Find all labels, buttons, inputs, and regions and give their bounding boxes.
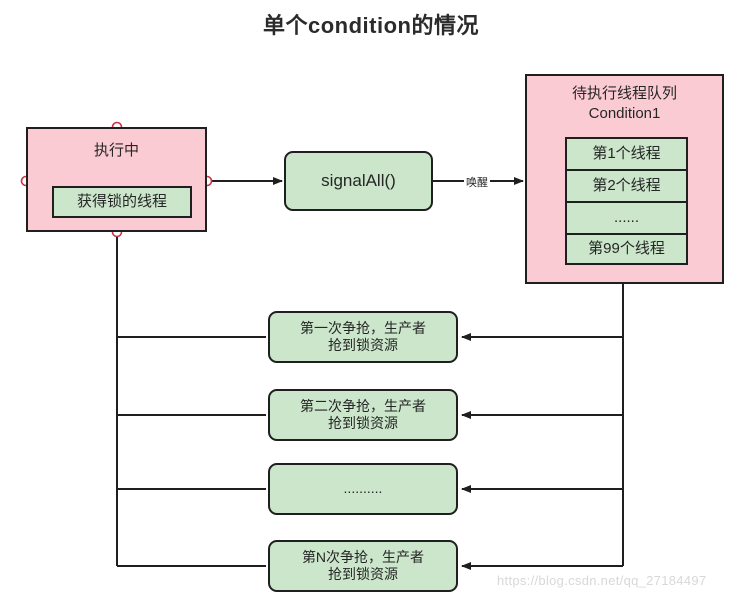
contend-row[interactable]: 第二次争抢，生产者 抢到锁资源 [268, 389, 458, 441]
waiting-queue-title-line1: 待执行线程队列 [571, 85, 677, 102]
signalall-node[interactable]: signalAll() [284, 151, 433, 211]
contend-row[interactable]: 第N次争抢，生产者 抢到锁资源 [268, 540, 458, 592]
watermark: https://blog.csdn.net/qq_27184497 [497, 573, 707, 588]
queue-item[interactable]: ...... [565, 201, 688, 233]
edge-label-wake: 唤醒 [464, 174, 490, 190]
waiting-queue-node[interactable]: 待执行线程队列 Condition1 第1个线程 第2个线程 ...... 第9… [525, 74, 724, 284]
waiting-queue-list: 第1个线程 第2个线程 ...... 第99个线程 [565, 137, 688, 265]
waiting-queue-title: 待执行线程队列 Condition1 [527, 84, 722, 125]
queue-item[interactable]: 第1个线程 [565, 137, 688, 169]
queue-item[interactable]: 第2个线程 [565, 169, 688, 201]
page-title: 单个condition的情况 [263, 13, 479, 38]
contend-row[interactable]: 第一次争抢，生产者 抢到锁资源 [268, 311, 458, 363]
waiting-queue-title-line2: Condition1 [588, 105, 661, 123]
executing-node[interactable]: 执行中 获得锁的线程 [26, 127, 207, 232]
queue-item[interactable]: 第99个线程 [565, 233, 688, 265]
executing-title: 执行中 [93, 142, 139, 159]
contend-row[interactable]: .......... [268, 463, 458, 515]
lock-holder-thread-box[interactable]: 获得锁的线程 [52, 186, 192, 218]
